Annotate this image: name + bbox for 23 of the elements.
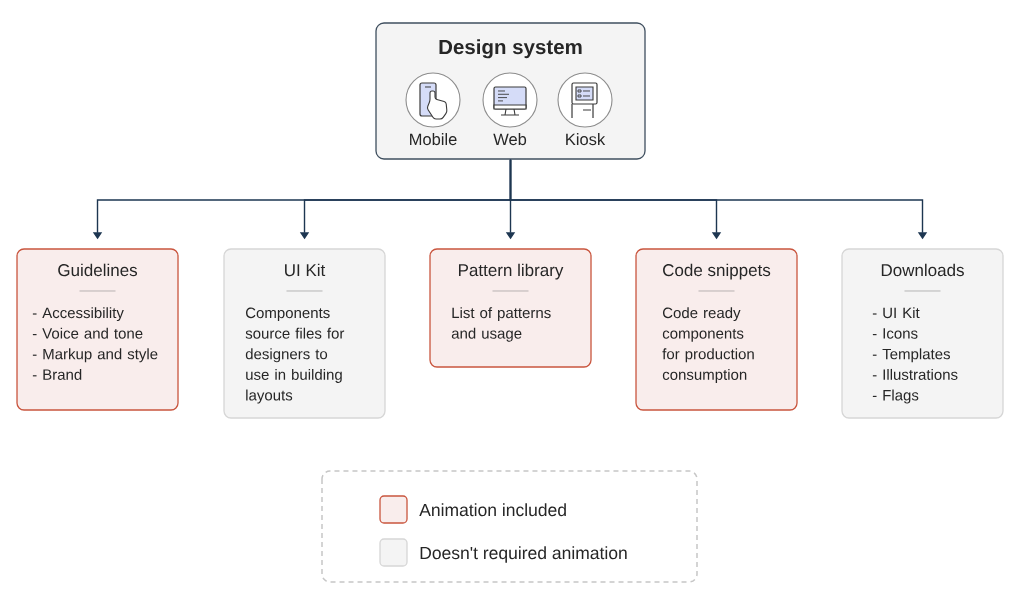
- box-title: Pattern library: [459, 263, 564, 280]
- description-text: Code ready components for production consumption: [662, 307, 754, 383]
- box-title: Guidelines: [58, 263, 138, 277]
- list-item: - Accessibility: [32, 307, 124, 322]
- box-title: UI Kit: [285, 263, 326, 277]
- list-item: - Templates: [872, 348, 950, 363]
- description-text: List of patterns and usage: [451, 307, 551, 342]
- list-item: - Icons: [872, 328, 918, 339]
- icon-label: Mobile: [410, 133, 457, 146]
- list-item: - Brand: [32, 368, 82, 380]
- description-text: Components source files for designers to use in building layouts: [245, 307, 345, 404]
- legend-text: Animation included: [419, 503, 566, 517]
- hub-title: Design system: [439, 39, 582, 59]
- list-item: - Flags: [872, 389, 919, 404]
- box-title: Code snippets: [663, 263, 771, 280]
- icon-label: Kiosk: [566, 133, 606, 146]
- list-item: - Markup and style: [32, 348, 158, 363]
- legend-text: Doesn't required animation: [420, 546, 627, 563]
- list-item: - Voice and tone: [32, 327, 143, 339]
- list-item: - Illustrations: [872, 368, 958, 380]
- list-item: - UI Kit: [872, 307, 920, 319]
- box-title: Downloads: [881, 263, 964, 277]
- icon-label: Web: [493, 133, 527, 146]
